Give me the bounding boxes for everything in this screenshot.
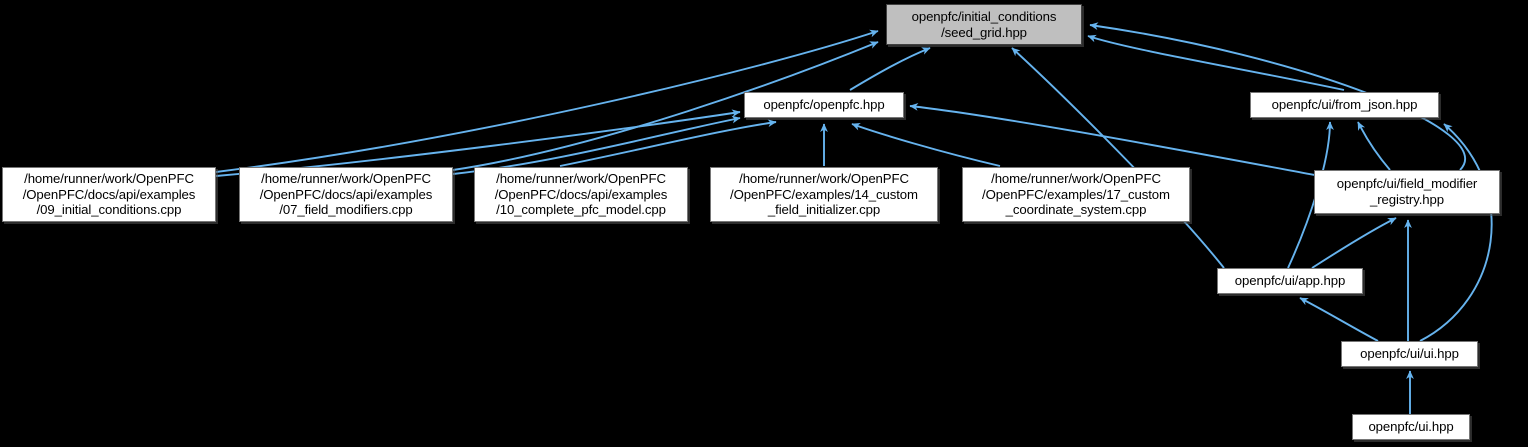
node-example-17-custom-coordinate-system-cpp[interactable]: /home/runner/work/OpenPFC /OpenPFC/examp… [962, 167, 1190, 222]
node-example-10-complete-pfc-model-cpp[interactable]: /home/runner/work/OpenPFC /OpenPFC/docs/… [474, 167, 688, 222]
node-label: openpfc/ui.hpp [1368, 419, 1454, 435]
node-openpfc-hpp[interactable]: openpfc/openpfc.hpp [744, 92, 904, 118]
node-ui-field-modifier-registry-hpp[interactable]: openpfc/ui/field_modifier _registry.hpp [1314, 170, 1500, 214]
node-example-07-field-modifiers-cpp[interactable]: /home/runner/work/OpenPFC /OpenPFC/docs/… [239, 167, 453, 222]
node-ui-hpp[interactable]: openpfc/ui.hpp [1352, 414, 1470, 440]
node-label: /home/runner/work/OpenPFC /OpenPFC/docs/… [22, 171, 196, 218]
node-label: /home/runner/work/OpenPFC /OpenPFC/examp… [730, 171, 918, 218]
node-label: openpfc/openpfc.hpp [763, 97, 885, 113]
node-label: openpfc/ui/field_modifier _registry.hpp [1336, 176, 1478, 207]
node-example-14-custom-field-initializer-cpp[interactable]: /home/runner/work/OpenPFC /OpenPFC/examp… [710, 167, 938, 222]
node-ui-from-json-hpp[interactable]: openpfc/ui/from_json.hpp [1250, 92, 1439, 118]
node-ui-app-hpp[interactable]: openpfc/ui/app.hpp [1217, 268, 1363, 294]
node-label: openpfc/ui/app.hpp [1234, 273, 1346, 289]
node-label: /home/runner/work/OpenPFC /OpenPFC/docs/… [494, 171, 668, 218]
node-label: /home/runner/work/OpenPFC /OpenPFC/docs/… [259, 171, 433, 218]
node-label: /home/runner/work/OpenPFC /OpenPFC/examp… [982, 171, 1170, 218]
node-label: openpfc/initial_conditions /seed_grid.hp… [911, 8, 1057, 40]
node-seed-grid-hpp[interactable]: openpfc/initial_conditions /seed_grid.hp… [886, 4, 1082, 45]
node-label: openpfc/ui/ui.hpp [1360, 346, 1459, 362]
node-label: openpfc/ui/from_json.hpp [1271, 97, 1418, 113]
node-example-09-initial-conditions-cpp[interactable]: /home/runner/work/OpenPFC /OpenPFC/docs/… [2, 167, 216, 222]
node-ui-ui-hpp[interactable]: openpfc/ui/ui.hpp [1341, 341, 1478, 367]
